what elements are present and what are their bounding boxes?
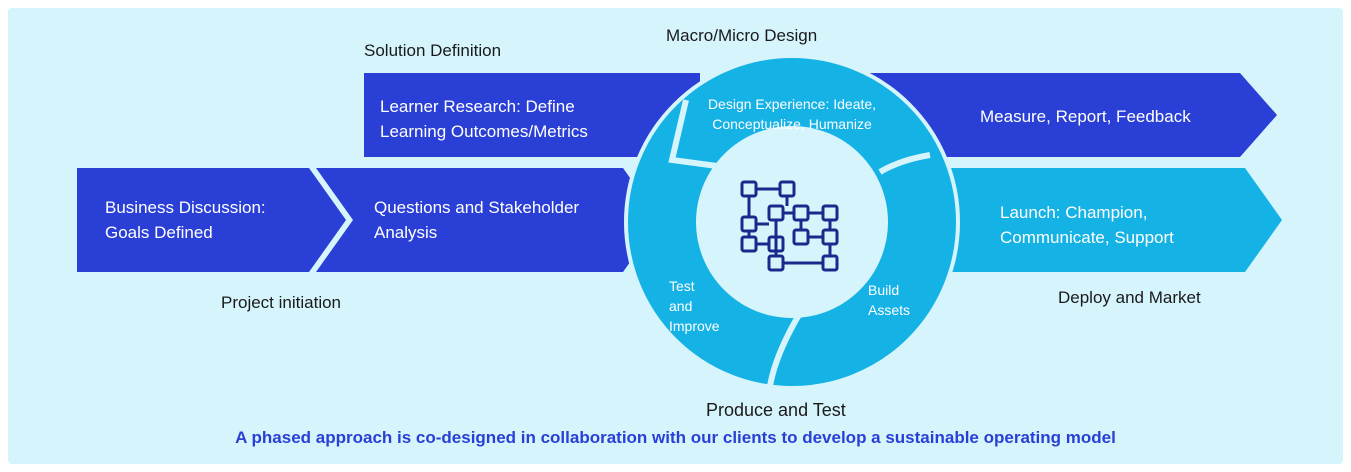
learner-research-text: Learner Research: Define Learning Outcom… (380, 97, 588, 141)
network-grid-icon (740, 180, 839, 272)
diagram-caption: A phased approach is co-designed in coll… (235, 428, 1116, 447)
produce-and-test-label: Produce and Test (706, 400, 846, 420)
cycle-center-circle (696, 126, 888, 318)
measure-text: Measure, Report, Feedback (980, 107, 1191, 126)
measure-arrow (870, 73, 1277, 157)
macro-micro-design-label: Macro/Micro Design (666, 26, 818, 45)
business-discussion-arrow (77, 168, 346, 272)
test-improve-text: Test and Improve (669, 278, 720, 334)
design-experience-text: Design Experience: Ideate, Conceptualize… (707, 96, 877, 132)
learner-research-arrow (364, 73, 700, 157)
launch-arrow (930, 168, 1282, 272)
deploy-and-market-label: Deploy and Market (1058, 288, 1201, 307)
launch-text: Launch: Champion, Communicate, Support (1000, 203, 1174, 247)
business-discussion-text: Business Discussion: Goals Defined (105, 198, 266, 242)
cycle-separator-top-right (878, 152, 931, 175)
questions-arrow (316, 168, 660, 272)
questions-text: Questions and Stakeholder Analysis (374, 198, 580, 242)
cycle-separator-top-left (668, 99, 733, 171)
build-assets-text: Build Assets (868, 282, 911, 318)
project-initiation-label: Project initiation (221, 293, 342, 312)
solution-definition-label: Solution Definition (364, 41, 502, 60)
